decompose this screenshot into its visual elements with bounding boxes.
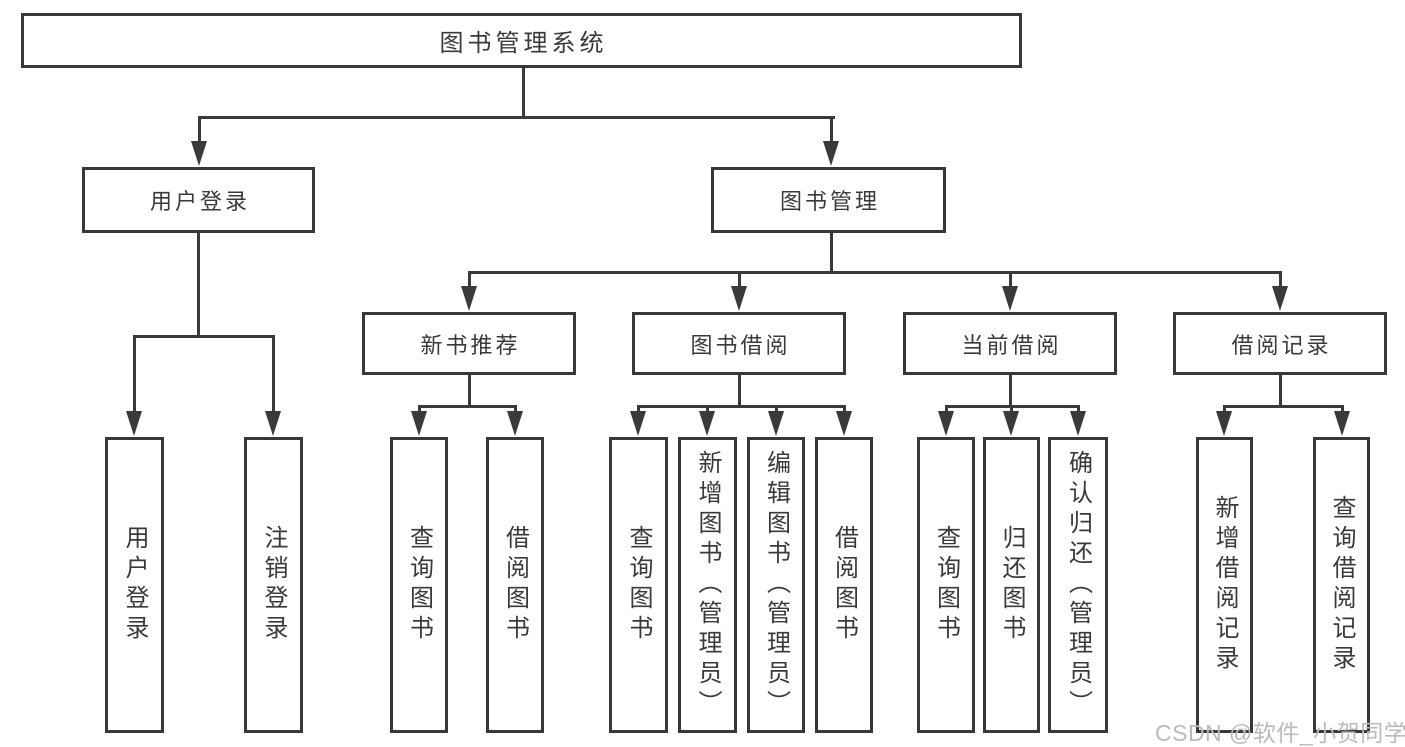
connector-hline [468,271,1282,274]
node-user-login-label: 用户登录 [149,189,250,214]
arrow-down-icon [731,286,747,311]
arrow-down-icon [768,411,784,436]
leaf-user-login-label: 用户登录 [121,525,148,645]
arrow-down-icon [126,411,142,436]
watermark: CSDN @软件_小贺同学 [1155,720,1405,746]
connector-vline [1009,272,1012,293]
connector-vline [738,375,741,408]
arrow-down-icon [1216,411,1232,436]
arrow-down-icon [699,411,715,436]
leaf-borrow-books-1-label: 借阅图书 [501,525,529,645]
arrow-down-icon [1070,411,1086,436]
leaf-query-books-3-label: 查询图书 [932,525,960,645]
node-book-borrowing-label: 图书借阅 [690,332,791,358]
connector-vline [830,117,833,147]
leaf-borrow-books-1: 借阅图书 [486,437,544,733]
leaf-query-books-1-label: 查询图书 [405,525,433,645]
leaf-query-books-3: 查询图书 [917,437,975,733]
arrow-down-icon [265,411,281,436]
arrow-down-icon [461,286,477,311]
connector-vline [738,272,741,293]
leaf-edit-books-admin-label: 编辑图书（管理员） [762,450,790,720]
connector-hline [418,405,517,408]
node-current-borrowing-label: 当前借阅 [961,332,1062,358]
arrow-down-icon [823,141,839,166]
leaf-query-borrow-record-label: 查询借阅记录 [1328,495,1355,675]
leaf-add-borrow-record-label: 新增借阅记录 [1211,495,1238,675]
arrow-down-icon [1334,411,1350,436]
connector-vline [1279,375,1282,408]
leaf-add-books-admin-label: 新增图书（管理员） [694,450,721,720]
leaf-add-borrow-record: 新增借阅记录 [1196,437,1253,733]
connector-vline [272,336,275,417]
arrow-down-icon [938,411,954,436]
node-book-management: 图书管理 [711,167,946,233]
leaf-query-books-1: 查询图书 [390,437,448,733]
connector-vline [1009,375,1012,408]
node-book-borrowing: 图书借阅 [632,312,846,375]
node-system-root-label: 图书管理系统 [439,30,608,57]
connector-hline [198,116,835,119]
arrow-down-icon [836,411,852,436]
node-new-book-recommend: 新书推荐 [362,312,576,375]
leaf-edit-books-admin: 编辑图书（管理员） [747,437,805,733]
leaf-borrow-books-2: 借阅图书 [815,437,873,733]
leaf-query-borrow-record: 查询借阅记录 [1313,437,1370,733]
node-current-borrowing: 当前借阅 [903,312,1117,375]
leaf-user-login: 用户登录 [105,437,164,733]
connector-vline [468,272,471,293]
connector-vline [198,117,201,147]
node-book-management-label: 图书管理 [779,189,880,214]
arrow-down-icon [1003,411,1019,436]
node-new-book-recommend-label: 新书推荐 [420,332,521,358]
connector-vline [197,233,200,338]
connector-hline [1223,405,1344,408]
arrow-down-icon [1002,286,1018,311]
leaf-return-books-label: 归还图书 [998,525,1025,645]
leaf-confirm-return-admin-label: 确认归还（管理员） [1064,450,1092,720]
node-borrowing-records: 借阅记录 [1173,312,1387,375]
arrow-down-icon [191,141,207,166]
connector-vline [133,336,136,417]
connector-hline [945,405,1080,408]
node-user-login: 用户登录 [82,167,315,233]
connector-vline [468,375,471,408]
leaf-logout-login: 注销登录 [244,437,303,733]
leaf-confirm-return-admin: 确认归还（管理员） [1048,437,1108,733]
leaf-logout-login-label: 注销登录 [260,525,287,645]
arrow-down-icon [411,411,427,436]
node-system-root: 图书管理系统 [21,13,1022,68]
connector-vline [522,68,525,119]
arrow-down-icon [630,411,646,436]
arrow-down-icon [507,411,523,436]
node-borrowing-records-label: 借阅记录 [1231,332,1332,358]
leaf-query-books-2-label: 查询图书 [625,525,652,645]
connector-vline [1279,272,1282,293]
leaf-borrow-books-2-label: 借阅图书 [830,525,858,645]
leaf-add-books-admin: 新增图书（管理员） [678,437,737,733]
connector-hline [637,405,846,408]
connector-vline [830,233,833,274]
arrow-down-icon [1272,286,1288,311]
connector-hline [133,335,275,338]
leaf-return-books: 归还图书 [983,437,1040,733]
leaf-query-books-2: 查询图书 [609,437,668,733]
